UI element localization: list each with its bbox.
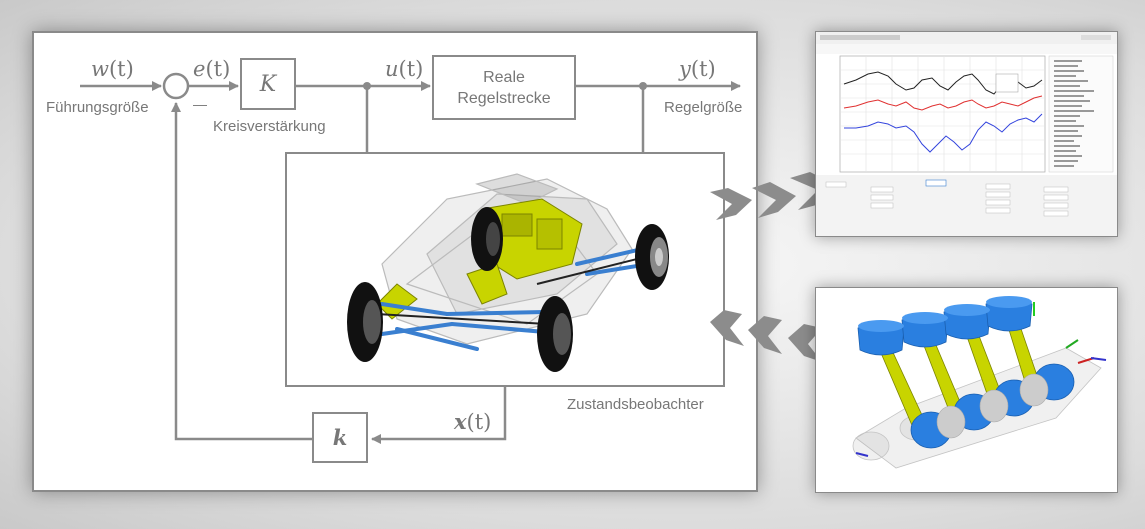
chevron-left-icon: [788, 324, 822, 362]
plot-window-screenshot: [815, 31, 1118, 237]
engine-model-screenshot: [815, 287, 1118, 493]
plant-block: Reale Regelstrecke: [432, 55, 576, 120]
observer-block: [285, 152, 725, 387]
chevron-right-icon: [710, 188, 752, 220]
minus-sign: —: [193, 96, 207, 112]
chevron-left-icon: [710, 310, 744, 346]
control-branch-dot: [363, 82, 371, 90]
output-name-label: Regelgröße: [664, 99, 743, 116]
state-arrow: [371, 387, 507, 444]
wheel-front-left: [347, 282, 383, 362]
reference-signal-label: w(t): [91, 57, 134, 81]
gain-block-symbol: K: [259, 71, 277, 97]
feedback-arrow: [171, 102, 312, 441]
output-branch-dot: [639, 82, 647, 90]
control-signal-label: u(t): [385, 57, 424, 81]
gain-block: K: [240, 58, 296, 110]
plant-block-line1: Reale: [483, 68, 525, 86]
reference-name-label: Führungsgröße: [46, 99, 149, 116]
plant-block-line2: Regelstrecke: [457, 89, 551, 107]
gain-name-label: Kreisverstärkung: [213, 118, 326, 135]
chevron-left-icon: [748, 316, 782, 354]
observer-name-label: Zustandsbeobachter: [567, 396, 704, 413]
vehicle-model-image: [347, 173, 669, 372]
state-signal-label: x(t): [454, 409, 492, 434]
chevron-right-icon: [752, 182, 796, 218]
crankshaft-piston-image: [852, 296, 1107, 469]
plot-window-image: [816, 32, 1117, 236]
feedback-gain-symbol: k: [332, 425, 348, 450]
summing-junction: [162, 72, 190, 100]
feedback-gain-block: k: [312, 412, 368, 463]
output-signal-label: y(t): [679, 57, 716, 81]
error-signal-label: e(t): [193, 57, 231, 81]
